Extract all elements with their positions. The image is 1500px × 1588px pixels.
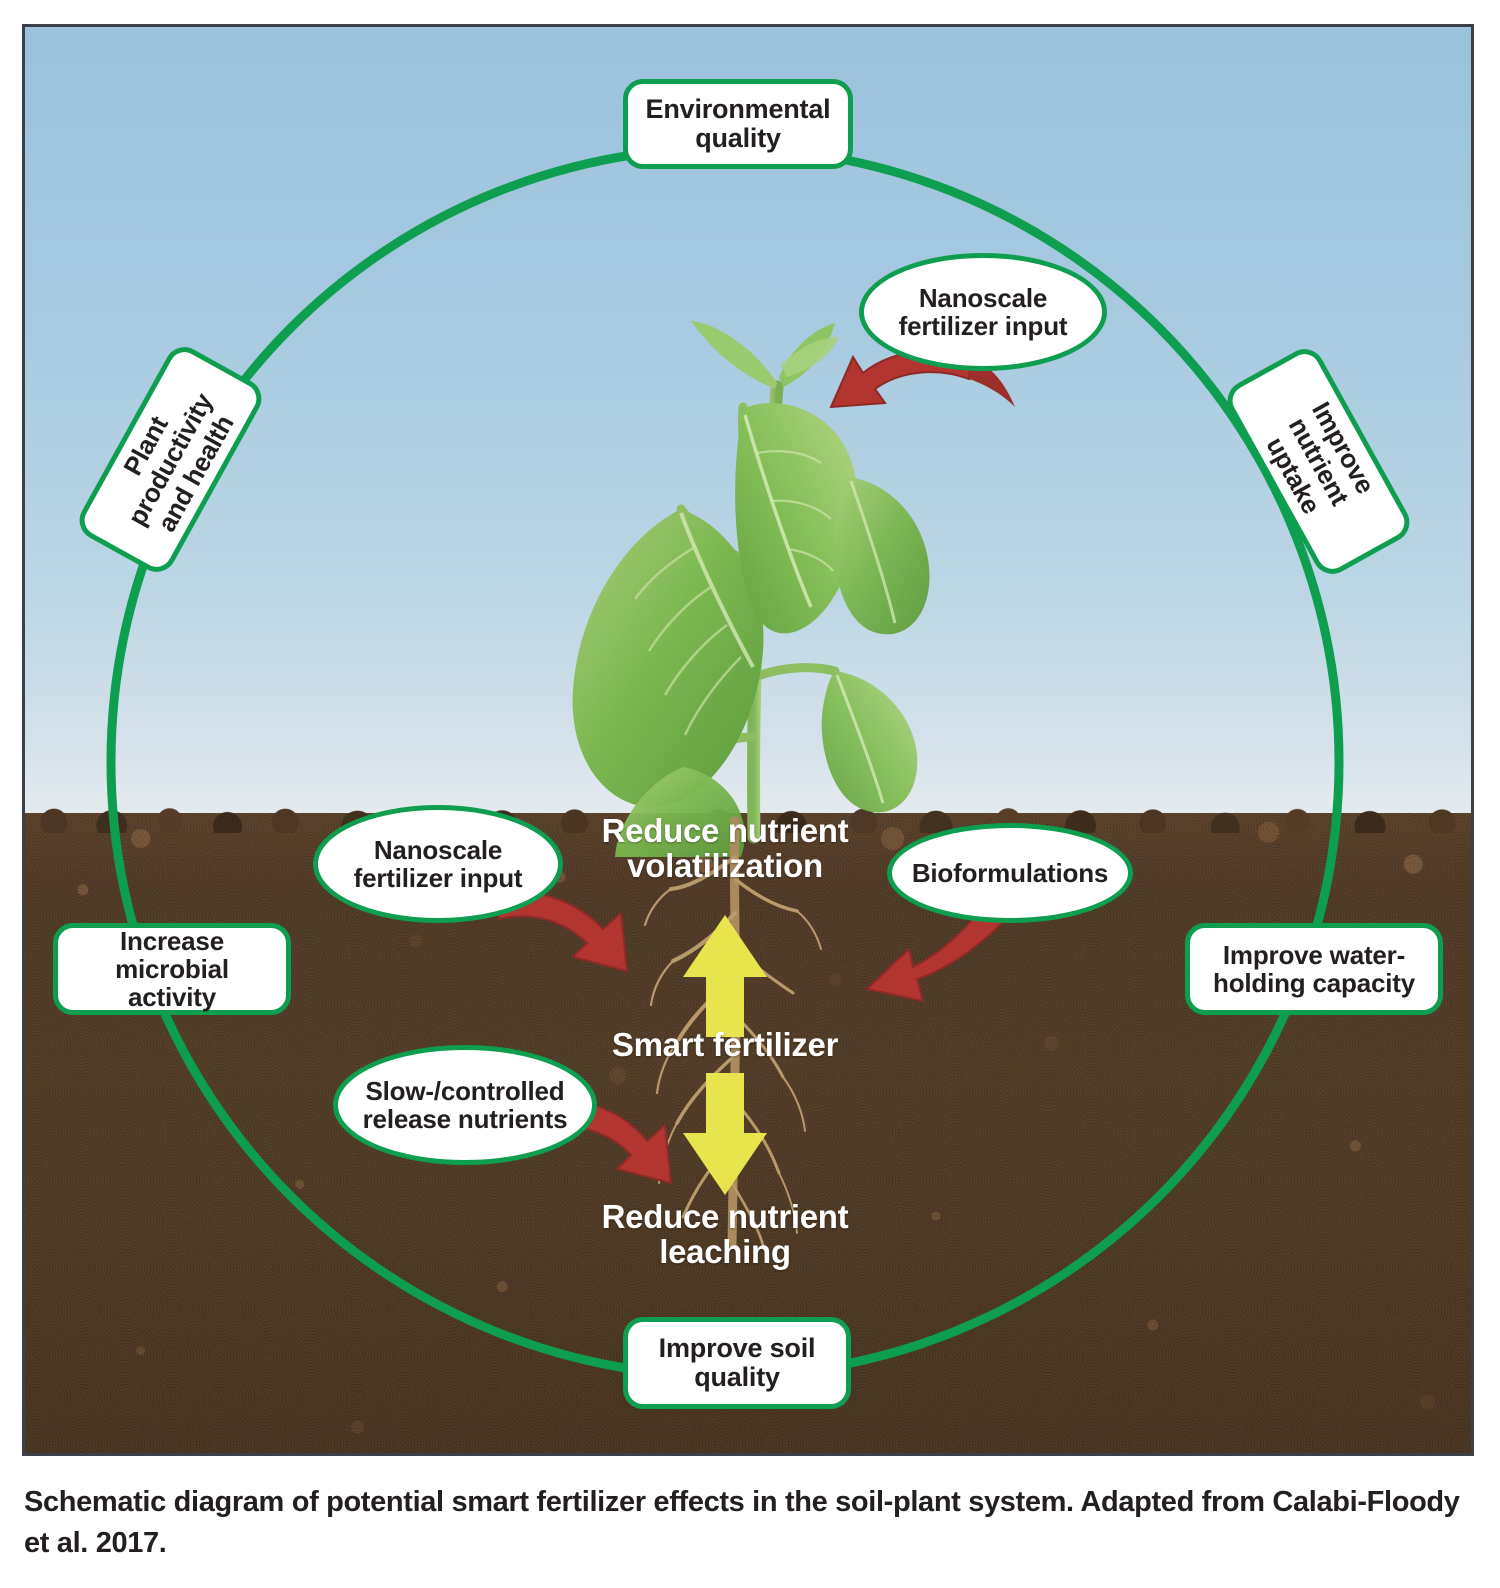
label-smart-fertilizer-text: Smart fertilizer — [611, 1026, 839, 1063]
figure-frame: Environmental quality Nanoscale fertiliz… — [22, 24, 1474, 1456]
node-improve-water-holding-capacity[interactable]: Improve water- holding capacity — [1185, 923, 1443, 1015]
node-environmental-quality[interactable]: Environmental quality — [623, 79, 853, 169]
node-slow-controlled-release-nutrients[interactable]: Slow-/controlled release nutrients — [333, 1045, 597, 1165]
node-increase-microbial-activity-label: Increase microbial activity — [115, 925, 229, 1013]
reduce-leaching-down-arrow — [683, 1073, 767, 1195]
node-nanoscale-fertilizer-input-top-label: Nanoscale fertilizer input — [898, 282, 1068, 341]
node-nanoscale-fertilizer-input-soil[interactable]: Nanoscale fertilizer input — [313, 805, 563, 923]
label-reduce-nutrient-volatilization: Reduce nutrient volatilization — [565, 813, 885, 884]
label-smart-fertilizer: Smart fertilizer — [565, 1027, 885, 1062]
figure-caption-text: Schematic diagram of potential smart fer… — [24, 1486, 1460, 1560]
label-reduce-nutrient-volatilization-text: Reduce nutrient volatilization — [601, 812, 849, 885]
node-environmental-quality-label: Environmental quality — [645, 93, 831, 153]
figure-caption: Schematic diagram of potential smart fer… — [24, 1482, 1464, 1564]
node-increase-microbial-activity[interactable]: Increase microbial activity — [53, 923, 291, 1015]
label-reduce-nutrient-leaching-text: Reduce nutrient leaching — [601, 1198, 849, 1271]
node-improve-soil-quality-label: Improve soil quality — [658, 1332, 816, 1392]
node-nanoscale-fertilizer-input-soil-label: Nanoscale fertilizer input — [353, 834, 523, 893]
pepper-seedling — [572, 321, 930, 857]
node-nanoscale-fertilizer-input-top[interactable]: Nanoscale fertilizer input — [859, 253, 1107, 371]
label-reduce-nutrient-leaching: Reduce nutrient leaching — [565, 1199, 885, 1270]
bioformulations-to-soil-arrow — [864, 901, 1017, 1003]
node-bioformulations-label: Bioformulations — [911, 857, 1109, 888]
node-slow-controlled-release-nutrients-label: Slow-/controlled release nutrients — [362, 1075, 568, 1134]
reduce-volatilization-up-arrow — [683, 915, 767, 1037]
node-bioformulations[interactable]: Bioformulations — [887, 823, 1133, 923]
node-improve-water-holding-capacity-label: Improve water- holding capacity — [1213, 939, 1415, 998]
node-improve-soil-quality[interactable]: Improve soil quality — [623, 1317, 851, 1409]
